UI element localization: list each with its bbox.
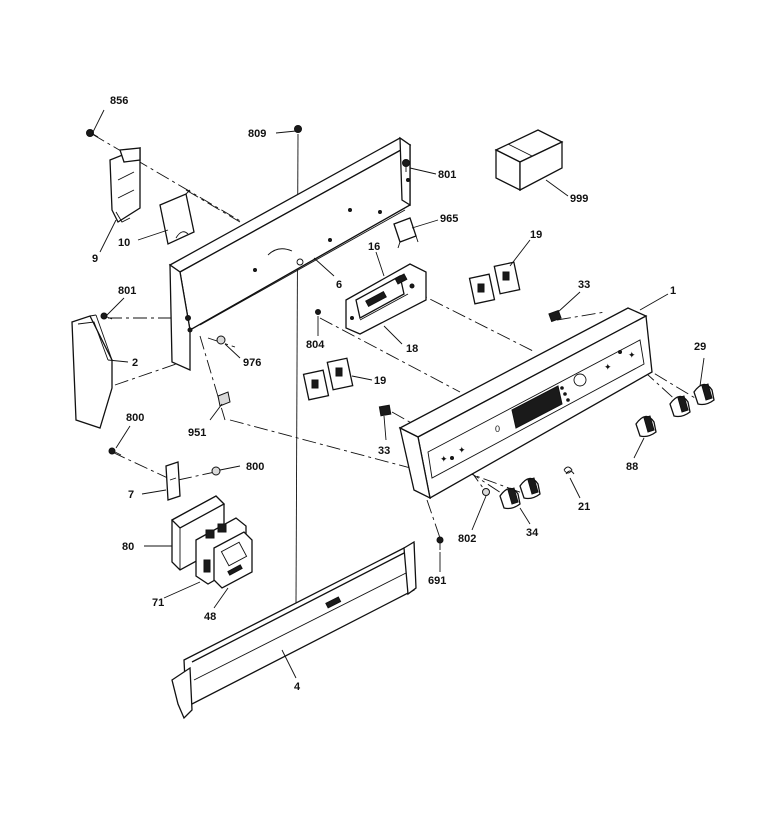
callout-9: 9: [92, 253, 98, 265]
callout-801-upper: 801: [438, 169, 456, 181]
side-bracket-part-9: [109, 147, 141, 223]
clip-951: [217, 391, 231, 407]
callout-999: 999: [570, 193, 588, 205]
callout-34: 34: [526, 527, 539, 539]
knob-part-34: [519, 477, 541, 500]
screw-856: [86, 129, 99, 138]
svg-text:✦: ✦: [458, 445, 466, 455]
bracket-part-7: [165, 461, 181, 501]
callout-800-lower: 800: [246, 461, 264, 473]
screw-802: [482, 488, 490, 496]
callout-29: 29: [694, 341, 706, 353]
callout-951: 951: [188, 427, 206, 439]
screw-804: [315, 309, 321, 315]
lower-trim-part-4: [171, 540, 417, 720]
callout-7: 7: [128, 489, 134, 501]
callout-19-upper: 19: [530, 229, 542, 241]
callout-804: 804: [306, 339, 325, 351]
screw-800-right: [211, 466, 221, 476]
end-cap-part-2: [71, 314, 113, 429]
callout-4: 4: [294, 681, 301, 693]
clock-module-part-48: [213, 531, 253, 589]
control-panel-part-1: 0 ✦ ✦ ✦ ✦: [398, 307, 653, 500]
screw-691: [436, 536, 444, 550]
callout-labels: 856 809 801 999 965 9 10 16 19 6 33 1 80…: [92, 95, 706, 693]
leader-lines: [91, 109, 705, 679]
knob-part-29b: [669, 395, 691, 418]
callout-80: 80: [122, 541, 134, 553]
screw-809: [294, 125, 302, 133]
callout-48: 48: [204, 611, 216, 623]
callout-691: 691: [428, 575, 446, 587]
spring-part-21: [563, 466, 575, 475]
control-board-part-16: [345, 263, 427, 335]
callout-18: 18: [406, 343, 418, 355]
screw-801-upper: [402, 159, 410, 172]
callout-801-lower: 801: [118, 285, 136, 297]
callout-16: 16: [368, 241, 380, 253]
screw-800-left: [108, 447, 122, 456]
callout-88: 88: [626, 461, 638, 473]
callout-965: 965: [440, 213, 458, 225]
callout-19-lower: 19: [374, 375, 386, 387]
callout-6: 6: [336, 279, 342, 291]
svg-text:0: 0: [495, 424, 500, 434]
callout-33-lower: 33: [378, 445, 390, 457]
callout-21: 21: [578, 501, 590, 513]
knob-part-88: [635, 415, 657, 438]
screw-801-lower: [100, 312, 113, 320]
switches-lower-part-19: [302, 357, 354, 401]
knob-part-29: [693, 383, 715, 406]
connector-part-965: [393, 217, 419, 249]
callout-2: 2: [132, 357, 138, 369]
bracket-part-10: [159, 189, 195, 245]
callout-809: 809: [248, 128, 266, 140]
svg-text:✦: ✦: [628, 350, 636, 360]
callout-802: 802: [458, 533, 476, 545]
clip-lower-part-33: [378, 404, 392, 417]
callout-976: 976: [243, 357, 261, 369]
callout-10: 10: [118, 237, 130, 249]
box-part-999: [494, 129, 564, 192]
callout-71: 71: [152, 597, 164, 609]
callout-33-upper: 33: [578, 279, 590, 291]
clip-upper-part-33: [548, 309, 562, 323]
callout-856: 856: [110, 95, 128, 107]
nut-976: [216, 335, 226, 345]
back-panel-part-6: [168, 136, 412, 372]
svg-text:✦: ✦: [604, 362, 612, 372]
callout-1: 1: [670, 285, 676, 297]
switches-upper-part-19: [468, 261, 521, 305]
svg-text:✦: ✦: [440, 454, 448, 464]
knob-part-34b: [499, 487, 521, 510]
callout-800-upper: 800: [126, 412, 144, 424]
